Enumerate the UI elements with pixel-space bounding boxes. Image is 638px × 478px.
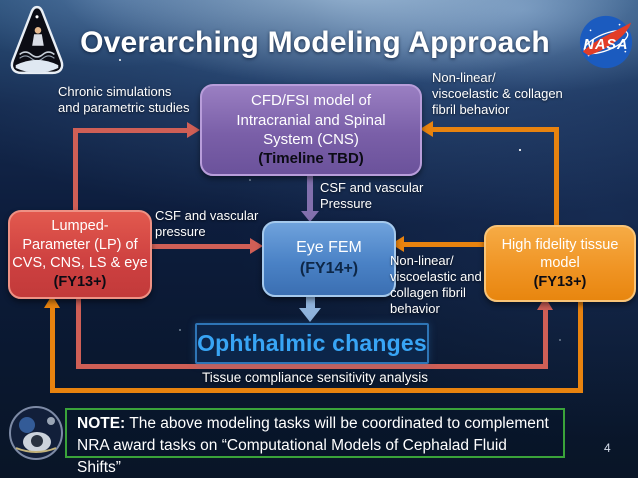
- arrow-tissue-to-lp-loop: [50, 308, 55, 393]
- arrowhead-right-icon: [187, 122, 200, 138]
- arrow-tissue-to-lp-loop: [578, 298, 583, 393]
- arrowhead-down-icon: [299, 308, 321, 322]
- page-number: 4: [604, 441, 611, 455]
- arrow-tissue-to-eye: [404, 242, 484, 247]
- box-timeline: (FY14+): [299, 259, 359, 277]
- note-line-1: NOTE: The above modeling tasks will be c…: [77, 413, 553, 435]
- arrow-lp-to-tissue-loop: [76, 364, 548, 369]
- program-patch-icon: [8, 404, 64, 462]
- hrp-mission-patch-icon: [8, 4, 66, 76]
- arrow-lp-to-cfd: [73, 128, 187, 133]
- nasa-logo-text: NASA: [584, 37, 629, 53]
- box-text: Parameter (LP) of: [22, 236, 138, 253]
- note-prefix: NOTE:: [77, 415, 126, 432]
- box-text: CVS, CNS, LS & eye: [12, 255, 148, 272]
- box-text: Ophthalmic changes: [197, 329, 427, 356]
- box-eye-fem: Eye FEM (FY14+): [262, 221, 396, 297]
- box-timeline: (Timeline TBD): [258, 150, 364, 168]
- box-text: System (CNS): [263, 130, 359, 148]
- box-text: High fidelity tissue: [501, 236, 619, 253]
- arrow-lp-to-tissue-loop: [76, 295, 81, 369]
- nasa-logo: NASA: [577, 13, 635, 71]
- box-timeline: (FY13+): [533, 273, 587, 290]
- arrowhead-left-icon: [420, 121, 433, 137]
- box-lumped-parameter: Lumped- Parameter (LP) of CVS, CNS, LS &…: [8, 210, 152, 299]
- label-chronic-simulations: Chronic simulations and parametric studi…: [58, 84, 190, 115]
- arrow-eye-to-ophthalmic: [306, 292, 315, 309]
- arrow-tissue-to-cfd: [433, 127, 559, 132]
- arrow-lp-to-tissue-loop: [543, 310, 548, 369]
- note-line-2: NRA award tasks on “Computational Models…: [77, 437, 507, 476]
- arrow-tissue-to-cfd: [554, 127, 559, 225]
- box-timeline: (FY13+): [53, 273, 107, 290]
- box-text: Eye FEM: [296, 239, 362, 257]
- label-csf-pressure-center: CSF and vascular Pressure: [320, 180, 424, 211]
- box-text: Lumped-: [51, 218, 109, 235]
- box-cfd-fsi-model: CFD/FSI model of Intracranial and Spinal…: [200, 84, 422, 176]
- box-text: Intracranial and Spinal: [236, 111, 386, 129]
- box-text: CFD/FSI model of: [250, 92, 372, 110]
- label-csf-pressure-left: CSF and vascular pressure: [155, 208, 259, 239]
- box-high-fidelity-tissue: High fidelity tissue model (FY13+): [484, 225, 636, 302]
- box-text: model: [540, 255, 580, 272]
- label-nonlinear-collagen-right: Non-linear/ viscoelastic and collagen fi…: [390, 253, 482, 316]
- label-tissue-compliance: Tissue compliance sensitivity analysis: [201, 370, 429, 385]
- arrowhead-down-icon: [301, 211, 319, 222]
- arrow-cfd-to-eye: [307, 172, 313, 213]
- slide-title: Overarching Modeling Approach: [80, 26, 550, 59]
- arrow-lp-to-eye: [148, 244, 251, 249]
- arrow-lp-to-cfd: [73, 130, 78, 210]
- arrow-tissue-to-lp-loop: [50, 388, 583, 393]
- label-nonlinear-collagen-top: Non-linear/ viscoelastic & collagen fibr…: [432, 70, 563, 117]
- box-ophthalmic-changes: Ophthalmic changes: [195, 323, 429, 364]
- arrowhead-right-icon: [250, 238, 263, 254]
- note-box: NOTE: The above modeling tasks will be c…: [65, 408, 565, 476]
- note-text: The above modeling tasks will be coordin…: [125, 415, 549, 432]
